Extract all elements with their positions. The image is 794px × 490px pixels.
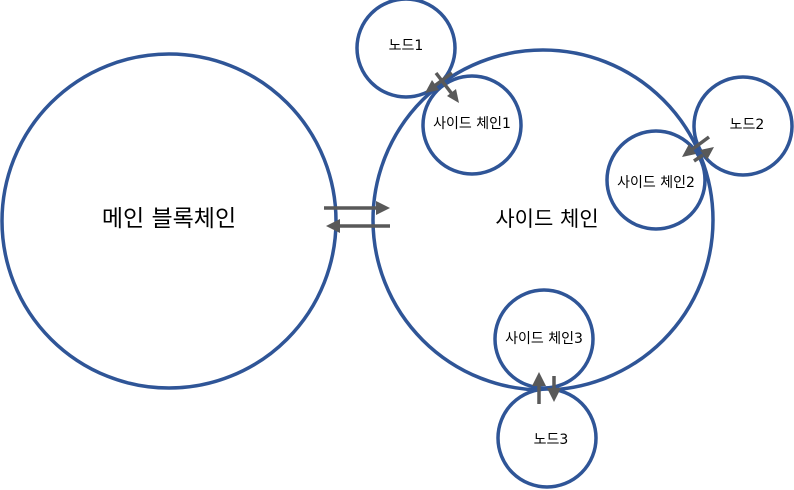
arrow-to-side-chain-1-head — [447, 89, 459, 103]
main-side-arrows — [324, 201, 390, 233]
node-1: 노드1 — [355, 0, 457, 99]
node-2: 노드2 — [692, 75, 794, 177]
arrow-to-side-chain-1-line — [434, 71, 454, 96]
side-chain-label: 사이드 체인 — [495, 207, 598, 231]
node-3: 노드3 — [496, 387, 598, 489]
node-1-circle — [355, 0, 457, 99]
node-2-label: 노드2 — [730, 117, 765, 133]
arrow-to-side-chain-head — [376, 201, 390, 215]
side-chain-1-label: 사이드 체인1 — [433, 116, 511, 132]
node-3-circle — [496, 387, 598, 489]
arrow-to-node-3-head — [547, 388, 561, 402]
arrow-to-node-2-line — [693, 153, 704, 163]
node-3-label: 노드3 — [534, 432, 569, 448]
side-chain-3: 사이드 체인3 — [493, 288, 595, 390]
main-blockchain: 메인 블록체인 — [0, 52, 338, 390]
node-1-label: 노드1 — [389, 38, 424, 54]
side-chain-1-circle — [421, 74, 523, 176]
side-chain-1: 사이드 체인1 — [421, 74, 523, 176]
node-2-circle — [692, 75, 794, 177]
arrow-to-node-2-head — [700, 147, 714, 160]
sidechain2-node2-arrows — [682, 135, 714, 163]
side-chain-3-label: 사이드 체인3 — [505, 331, 583, 347]
arrow-to-node-1-head — [425, 80, 439, 93]
sidechain3-node3-arrows — [532, 372, 561, 404]
node1-sidechain1-arrows — [425, 71, 459, 103]
side-chain-2-label: 사이드 체인2 — [617, 175, 695, 191]
arrow-to-side-chain-2-line — [688, 135, 711, 153]
main-blockchain-label: 메인 블록체인 — [102, 206, 236, 232]
arrow-to-main-chain-head — [326, 219, 340, 233]
side-chain-2: 사이드 체인2 — [605, 129, 707, 231]
arrow-to-side-chain-2-head — [682, 144, 696, 157]
side-chain-2-circle — [605, 129, 707, 231]
arrow-to-side-chain-3-head — [532, 372, 546, 386]
